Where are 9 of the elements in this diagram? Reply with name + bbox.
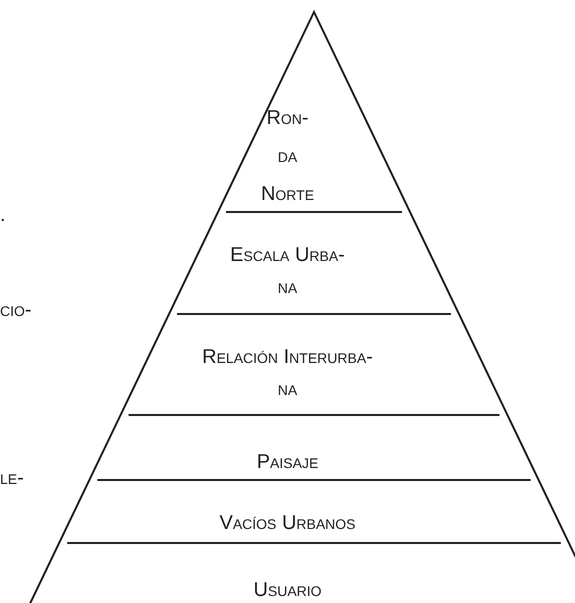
text-fragment: le- <box>0 466 24 490</box>
layer-label: Paisaje <box>256 450 318 475</box>
text-fragment: cio- <box>0 298 32 322</box>
text-fragment: . <box>0 203 6 227</box>
layer-label: Escala Urba- na <box>229 243 346 300</box>
layer-label: Relación Interurba- na <box>201 345 374 402</box>
layer-label: Usuario <box>253 578 322 603</box>
layer-label: Vacíos Urbanos <box>219 511 356 536</box>
layer-label: Ron- da Norte <box>260 106 314 207</box>
